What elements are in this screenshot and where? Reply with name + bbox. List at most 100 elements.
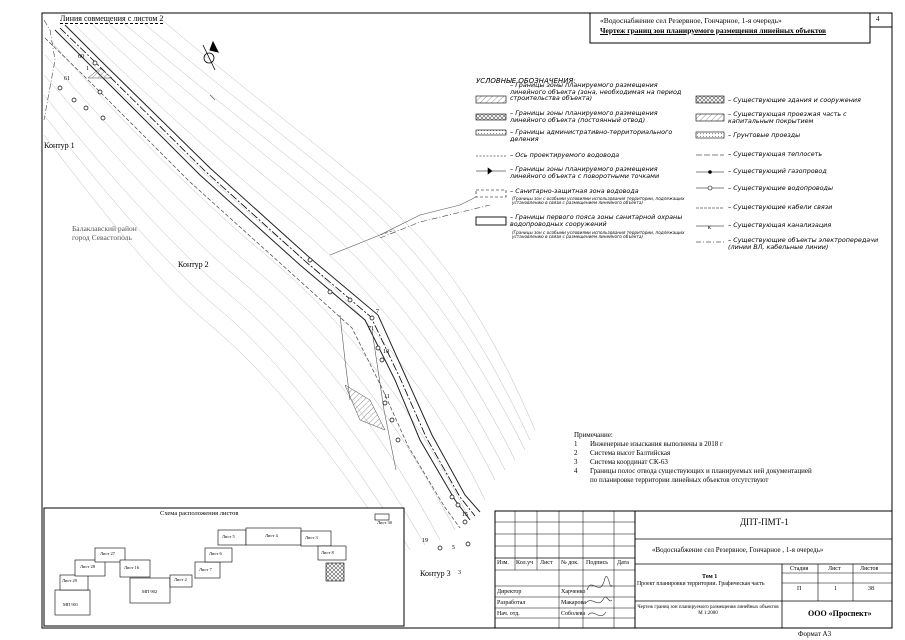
tb-sheets-header: Листов [860,566,879,572]
point-label-61: 61 [64,76,70,82]
header-box [589,12,871,44]
legend-sanitary-note: (Границы зон с особыми условиями использ… [512,196,685,206]
scheme-sheet-7: Лист 7 [199,567,212,572]
scheme-mp-901: МП 901 [63,602,79,607]
note-number-1: 1 [574,440,578,448]
scheme-sheet-30: Лист 30 [377,520,393,525]
scheme-sheets [54,513,390,616]
tb-role-director: Директор [497,589,522,595]
sheet-number: 4 [876,15,880,23]
branch-lines [209,94,481,471]
drawing-title: Чертеж границ зон планируемого размещени… [600,26,827,35]
tb-role-head: Нач. отд. [497,611,520,617]
legend-item-dirt-roads: – Грунтовые проезды [728,131,801,139]
topography-contours [43,17,536,556]
note-text-3: Система координат СК-63 [590,458,668,466]
legend-item-permanent-zone: – Границы зоны планируемого размещения л… [510,109,658,124]
sheet-frame [41,12,893,629]
legend-item-water: – Существующие водопроводы [728,184,834,192]
point-label-19: 19 [422,538,428,544]
legend-item-power: – Существующие объекты электропередачи (… [728,236,879,251]
legend-item-turning-points: – Границы зоны планируемого размещения л… [510,165,660,180]
legend-item-first-belt: – Границы первого пояса зоны санитарной … [510,213,683,228]
format-label: Формат А3 [798,630,832,638]
legend-symbols-left [475,95,507,226]
pipeline-corridor [44,24,481,529]
point-label-71: 71 [368,326,374,332]
scheme-mp-902: МП 902 [142,589,158,594]
legend-item-sewer: – Существующая канализация [728,221,832,229]
tb-object: «Водоснабжение сел Резервное, Гончарное … [652,546,824,554]
tb-volume: Том 1 [702,574,718,580]
scheme-sheet-2: Лист 2 [174,577,187,582]
scheme-sheet-29: Лист 29 [62,578,78,583]
tb-header-sign: Подпись [586,560,609,566]
note-text-5: по планировке территории линейных объект… [590,476,769,484]
legend-item-sanitary-zone: – Санитарно-защитная зона водовода [510,187,639,195]
notes-title: Примечание: [574,431,613,439]
legend-heading: УСЛОВНЫЕ ОБОЗНАЧЕНИЯ: [476,77,576,85]
admin-boundary [43,19,491,239]
match-line-label: Линия совмещения с листом 2 [60,14,164,24]
legend-item-construction-zone: – Границы зоны планируемого размещения л… [510,81,682,103]
note-number-4: 4 [574,467,578,475]
tb-header-koluch: Кол.уч [516,560,534,566]
legend-item-gas: – Существующий газопровод [728,167,827,175]
point-label-5: 5 [452,545,455,551]
project-title: «Водоснабжение сел Резервное, Гончарное,… [600,16,782,25]
point-label-7: 7 [376,309,379,315]
point-label-60: 60 [78,54,84,60]
legend-symbols-right: к [695,95,725,243]
north-arrow-icon [202,40,219,71]
legend-item-comm-cables: – Существующие кабели связи [728,203,833,211]
tb-stage-header: Стадия [790,566,809,572]
tb-code: ДПТ-ПМТ-1 [740,517,789,527]
legend-item-heating: – Существующая теплосеть [728,150,823,158]
svg-text:к: к [708,225,711,231]
title-block-grid [494,510,893,629]
note-text-1: Инженерные изыскания выполнены в 2018 г [590,440,723,448]
legend-item-pipeline-axis: – Ось проектируемого водовода [510,151,620,159]
scheme-sheet-8: Лист 8 [321,550,334,555]
sheet-number-box [869,12,893,28]
label-district: Балаклавский район город Севастополь [72,224,137,242]
scheme-sheet-4: Лист 4 [265,533,278,538]
tb-sheet: 1 [834,586,837,592]
point-label-15: 15 [462,512,468,518]
tb-header-izm: Изм. [497,560,509,566]
legend-item-paved-road: – Существующая проезжая часть с капиталь… [728,110,847,125]
tb-sheet-header: Лист [828,566,841,572]
scheme-sheet-16: Лист 16 [124,565,140,570]
legend-first-belt-note: (Границы зон с особыми условиями использ… [512,230,685,240]
tb-header-date: Дата [617,560,629,566]
scheme-sheet-28: Лист 28 [80,564,96,569]
tb-volume-desc: Проект планировки территории. Графическа… [637,581,765,587]
tb-stage: П [797,586,802,592]
signatures [585,575,613,617]
label-kontur-2: Контур 2 [178,260,209,269]
scheme-sheet-27: Лист 27 [100,551,116,556]
scheme-sheet-1: Лист 1 [326,582,339,587]
tb-header-doc: № док. [561,560,579,566]
tb-company: ООО «Проспект» [808,609,872,618]
scheme-sheet-5: Лист 5 [222,534,235,539]
tb-sheets: 38 [868,586,874,592]
scheme-sheet-3: Лист 3 [305,535,318,540]
tb-name-developer: Макарова [561,600,586,606]
tb-name-director: Харченко [561,589,586,595]
point-label-1: 1 [86,66,89,72]
point-label-10: 10 [383,349,389,355]
point-label-3: 3 [458,570,461,576]
point-label-11: 11 [384,394,390,400]
note-text-2: Система высот Балтийская [590,449,671,457]
label-kontur-3: Контур 3 [420,569,451,578]
legend-item-admin-boundary: – Границы административно-территориально… [510,128,673,143]
tb-role-developer: Разработал [497,600,526,606]
scheme-sheet-6: Лист 6 [209,551,222,556]
tb-drawing: Чертеж границ зон планируемого размещени… [637,605,779,616]
note-text-4: Границы полос отвода существующих и план… [590,467,812,475]
survey-points [57,60,471,551]
scheme-title: Схема расположения листов [160,510,239,517]
note-number-2: 2 [574,449,578,457]
